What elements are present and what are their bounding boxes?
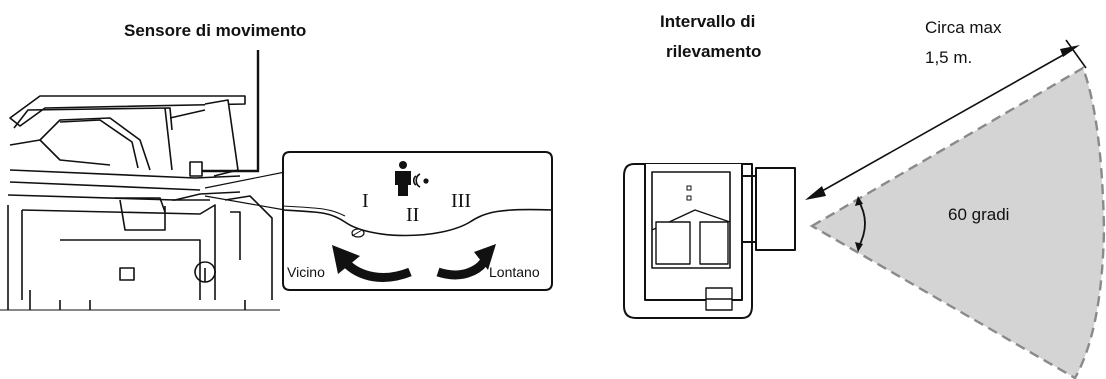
angle-arc [855,196,866,252]
far-label: Lontano [489,264,540,280]
sensor-window [189,161,203,177]
detection-range-title-line2: rilevamento [666,42,762,61]
person-presence-icon [395,161,429,196]
sensor-leader-line [202,50,260,173]
distance-dimension [805,39,1087,200]
near-label: Vicino [287,264,325,280]
zone-label-3: III [451,190,471,212]
angle-label: 60 gradi [948,205,1010,224]
near-arrow [332,245,412,282]
zone-label-2: II [406,204,420,226]
detection-cone [809,66,1106,379]
far-arrow [436,244,496,280]
callout-lines [204,171,286,211]
printer-illustration [0,95,280,311]
detection-range-title-line1: Intervallo di [660,12,756,31]
motion-sensor-title: Sensore di movimento [124,21,307,40]
zone-label-1: I [362,190,369,212]
printer-top-view [623,163,796,319]
max-distance-line2: 1,5 m. [925,48,973,67]
max-distance-line1: Circa max [925,18,1002,37]
